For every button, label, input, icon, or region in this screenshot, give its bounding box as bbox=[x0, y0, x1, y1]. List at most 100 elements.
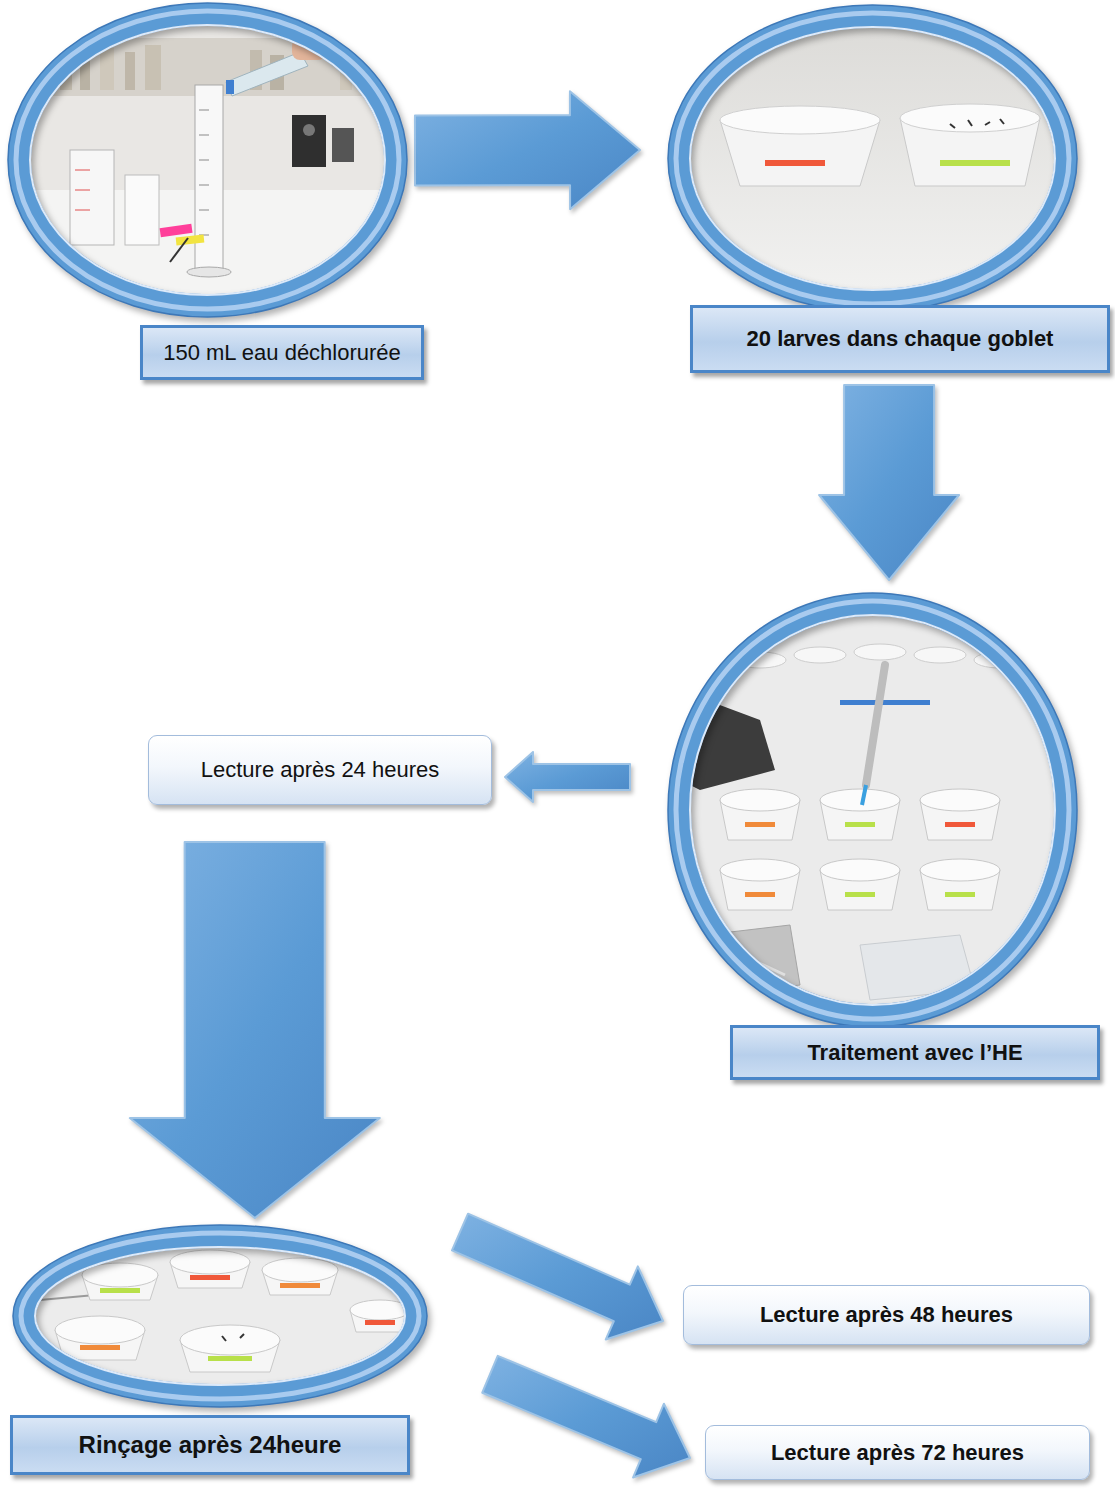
two-cups-photo-part bbox=[985, 122, 990, 125]
oval-ring-highlight bbox=[676, 13, 1069, 304]
rinse-photo-part bbox=[180, 1325, 280, 1355]
oval-frame bbox=[665, 590, 1080, 1030]
two-cups-photo-part bbox=[900, 104, 1040, 132]
photo-oval: 150 mL eau déchlorurée bbox=[5, 0, 410, 320]
oval-inner-edge bbox=[30, 25, 385, 295]
rinse-photo-part bbox=[80, 1345, 120, 1350]
block-arrow bbox=[505, 752, 630, 802]
lab-bench-photo-part bbox=[187, 267, 231, 277]
two-cups-photo-part bbox=[1000, 119, 1004, 124]
lab-bench-photo-part bbox=[199, 160, 209, 161]
block-arrow bbox=[819, 385, 959, 580]
oval-frame bbox=[5, 0, 410, 320]
oval-ring bbox=[668, 5, 1077, 312]
rinse-photo-part bbox=[208, 1356, 252, 1361]
treatment-photo-part bbox=[845, 892, 875, 897]
oval-ring bbox=[13, 1225, 427, 1407]
oval-ring-highlight bbox=[676, 601, 1069, 1019]
reading-box: Lecture après 72 heures bbox=[705, 1425, 1090, 1480]
oval-inner-edge bbox=[690, 615, 1055, 1005]
oval-inner-edge bbox=[35, 1247, 405, 1385]
treatment-photo-part bbox=[794, 647, 846, 663]
lab-bench-photo-part bbox=[100, 48, 114, 90]
box-text: Lecture après 48 heures bbox=[760, 1302, 1013, 1328]
rinse-photo-part bbox=[170, 1250, 250, 1274]
treatment-photo-part bbox=[745, 892, 775, 897]
block-arrow bbox=[415, 91, 640, 209]
lab-bench-photo-part bbox=[292, 115, 326, 167]
oval-ring-highlight bbox=[21, 1233, 419, 1399]
photo-oval: 20 larves dans chaque goblet bbox=[665, 2, 1080, 315]
rinse-photo-part bbox=[190, 1275, 230, 1280]
lab-bench-photo-part bbox=[70, 150, 114, 245]
oval-ring bbox=[668, 593, 1077, 1027]
caption-box: 150 mL eau déchlorurée bbox=[140, 325, 424, 380]
treatment-photo-part bbox=[920, 789, 1000, 811]
oval-frame bbox=[665, 2, 1080, 315]
oval-inner-edge bbox=[690, 27, 1055, 290]
lab-bench-photo-part bbox=[125, 52, 135, 90]
photo-oval: Traitement avec l’HE bbox=[665, 590, 1080, 1030]
rinse-photo-part bbox=[222, 1336, 226, 1341]
treatment-photo-part bbox=[914, 647, 966, 663]
lab-bench-photo-part bbox=[199, 135, 209, 136]
two-cups-photo-part bbox=[968, 120, 972, 126]
rinse-photo-part bbox=[240, 1334, 244, 1338]
two-cups-photo-part bbox=[950, 124, 955, 128]
treatment-photo-part bbox=[945, 822, 975, 827]
rinse-photo-part bbox=[55, 1316, 145, 1344]
lab-bench-photo-part bbox=[199, 210, 209, 211]
treatment-photo-part bbox=[866, 665, 885, 785]
treatment-photo-part bbox=[720, 859, 800, 881]
rinse-photo-part bbox=[100, 1288, 140, 1293]
lab-bench-photo-part bbox=[332, 128, 354, 162]
two-cups-photo-part bbox=[940, 160, 1010, 166]
treatment-photo-part bbox=[745, 822, 775, 827]
treatment-photo-part bbox=[720, 789, 800, 811]
lab-bench-photo-part bbox=[226, 80, 234, 94]
block-arrow bbox=[482, 1356, 690, 1478]
treatment-photo-part bbox=[820, 859, 900, 881]
rinse-photo-part bbox=[280, 1283, 320, 1288]
oval-frame bbox=[10, 1222, 430, 1410]
lab-bench-photo-part bbox=[199, 185, 209, 186]
caption-text: Rinçage après 24heure bbox=[79, 1431, 342, 1459]
caption-box: 20 larves dans chaque goblet bbox=[690, 305, 1110, 373]
photo-oval: Rinçage après 24heure bbox=[10, 1222, 430, 1410]
treatment-photo-part bbox=[920, 859, 1000, 881]
treatment-photo-part bbox=[820, 789, 900, 811]
caption-box: Rinçage après 24heure bbox=[10, 1415, 410, 1475]
rinse-photo-part bbox=[262, 1258, 338, 1282]
lab-bench-photo-part bbox=[75, 210, 90, 211]
treatment-photo-part bbox=[854, 644, 906, 660]
reading-box: Lecture après 24 heures bbox=[148, 735, 492, 805]
lab-bench-photo-part bbox=[170, 238, 188, 262]
oval-ring bbox=[8, 3, 407, 317]
treatment-photo-part bbox=[862, 785, 866, 805]
caption-text: 150 mL eau déchlorurée bbox=[163, 340, 401, 366]
two-cups-photo-part bbox=[720, 106, 880, 134]
lab-bench-photo-part bbox=[176, 235, 205, 246]
oval-ring-highlight bbox=[16, 11, 399, 309]
caption-text: 20 larves dans chaque goblet bbox=[747, 326, 1054, 352]
treatment-photo-part bbox=[840, 700, 930, 705]
block-arrow bbox=[130, 842, 380, 1218]
lab-bench-photo-part bbox=[145, 45, 161, 90]
caption-box: Traitement avec l’HE bbox=[730, 1025, 1100, 1080]
rinse-photo-part bbox=[365, 1320, 395, 1325]
reading-box: Lecture après 48 heures bbox=[683, 1285, 1090, 1345]
lab-bench-photo-part bbox=[199, 110, 209, 111]
treatment-photo-part bbox=[845, 822, 875, 827]
lab-bench-photo-part bbox=[303, 124, 315, 136]
box-text: Lecture après 24 heures bbox=[201, 757, 440, 783]
treatment-photo-part bbox=[945, 892, 975, 897]
lab-bench-photo-part bbox=[160, 224, 193, 237]
block-arrow bbox=[452, 1214, 663, 1340]
caption-text: Traitement avec l’HE bbox=[807, 1040, 1022, 1066]
lab-bench-photo-part bbox=[75, 170, 90, 171]
lab-bench-photo-part bbox=[75, 190, 90, 191]
box-text: Lecture après 72 heures bbox=[771, 1440, 1024, 1466]
lab-bench-photo-part bbox=[125, 175, 159, 245]
